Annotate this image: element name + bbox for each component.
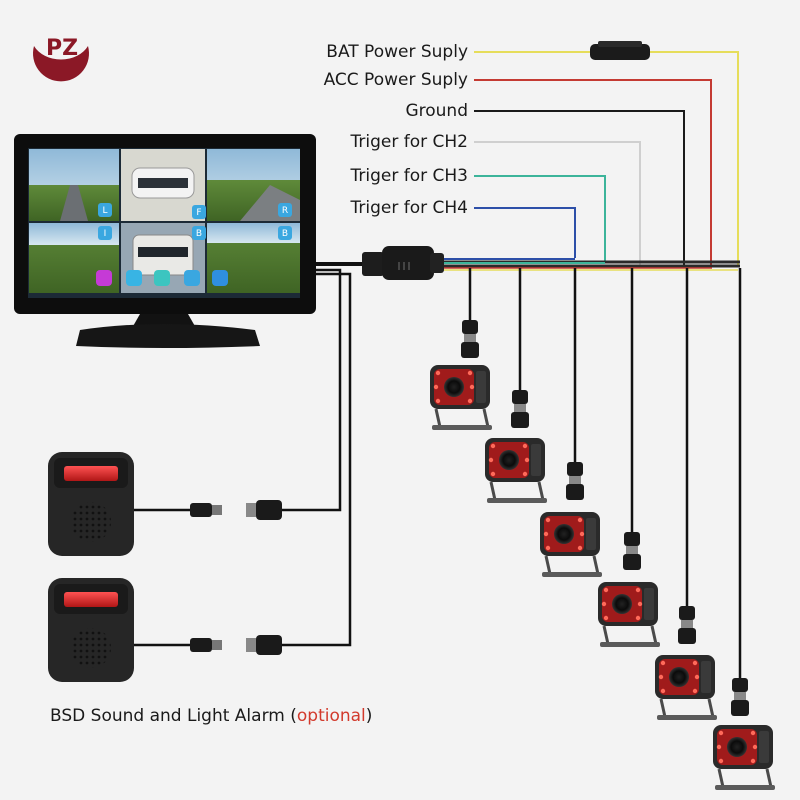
label-ch2: Triger for CH2: [350, 132, 469, 152]
camera-5: [655, 606, 717, 720]
camera-1: [430, 320, 492, 430]
alarm-caption-paren-open: (: [284, 706, 297, 726]
alarm-caption-optional: optional: [296, 706, 366, 726]
alarm-caption: BSD Sound and Light Alarm (optional): [50, 706, 372, 726]
badge-i: I: [104, 229, 107, 239]
badge-b: B: [196, 229, 202, 239]
harness-connector: [313, 246, 444, 280]
ch4-wire: [474, 207, 576, 258]
acc-wire: [474, 79, 712, 266]
ground-wire: [474, 110, 685, 266]
logo-text: PZ: [45, 36, 79, 61]
screen-tiles: [29, 149, 300, 293]
label-ch4: Triger for CH4: [350, 198, 469, 218]
label-acc: ACC Power Suply: [323, 70, 468, 90]
label-bat: BAT Power Suply: [326, 42, 468, 62]
screen-app-icons: [96, 270, 228, 286]
cameras: [430, 320, 775, 790]
label-ch3: Triger for CH3: [350, 166, 469, 186]
alarm-cable: [300, 268, 352, 647]
fuse-holder: [590, 41, 650, 60]
camera-cables: [468, 268, 742, 678]
camera-2: [485, 390, 547, 503]
camera-4: [598, 532, 660, 647]
ch2-wire: [474, 141, 641, 266]
label-ground: Ground: [405, 101, 468, 121]
harness: [440, 258, 740, 271]
screen-badges: [98, 203, 292, 240]
alarm-unit-1: [48, 452, 300, 556]
badge-b2: B: [282, 229, 288, 239]
badge-r: R: [282, 206, 288, 216]
alarm-unit-2: [48, 578, 300, 682]
ch3-wire: [474, 175, 606, 262]
pz-logo-icon: [33, 46, 90, 82]
alarm-caption-main: BSD Sound and Light Alarm: [50, 706, 285, 726]
camera-6: [713, 678, 775, 790]
monitor: L F R I B B: [14, 134, 316, 348]
badge-f: F: [196, 208, 201, 218]
camera-3: [540, 462, 602, 577]
badge-l: L: [102, 206, 107, 216]
signal-wires: [474, 51, 739, 266]
alarm-caption-paren-close: ): [365, 706, 373, 726]
